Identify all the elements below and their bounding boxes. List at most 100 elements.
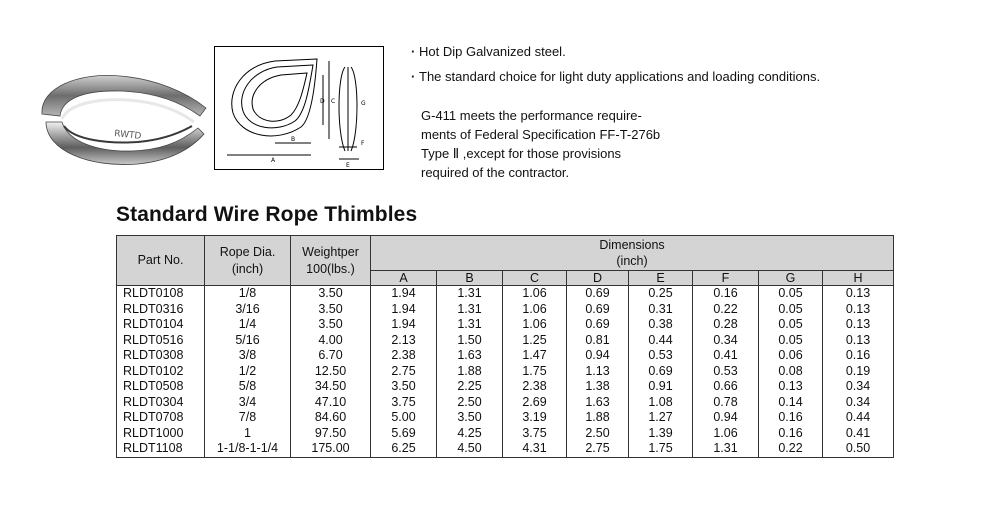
table-cell: 5/8 (204, 379, 291, 395)
header-dim-h: H (821, 270, 895, 286)
header-dim-f: F (692, 270, 759, 286)
table-cell: 4.25 (436, 425, 503, 441)
table-cell: 2.25 (436, 379, 503, 395)
table-cell: 3.19 (502, 410, 567, 426)
table-cell: 97.50 (290, 425, 371, 441)
table-cell: 0.41 (821, 425, 895, 441)
table-cell: 0.19 (821, 363, 895, 379)
table-cell: 1.50 (436, 332, 503, 348)
table-cell: 0.44 (628, 332, 693, 348)
part-number-cell: RLDT0102 (116, 363, 205, 379)
table-cell: 5/16 (204, 332, 291, 348)
table-cell: 0.69 (566, 301, 629, 317)
table-cell: 1.27 (628, 410, 693, 426)
feature-item: ·The standard choice for light duty appl… (411, 69, 821, 84)
table-cell: 2.50 (566, 425, 629, 441)
table-cell: 0.13 (821, 301, 895, 317)
table-cell: 3.50 (370, 379, 437, 395)
specification-note: G-411 meets the performance require- men… (421, 106, 660, 182)
table-cell: 0.53 (692, 363, 759, 379)
table-cell: 4.31 (502, 441, 567, 458)
table-cell: 2.75 (566, 441, 629, 458)
svg-text:RWTD: RWTD (114, 129, 142, 142)
table-cell: 0.53 (628, 348, 693, 364)
svg-text:F: F (361, 140, 365, 147)
table-cell: 0.34 (821, 379, 895, 395)
table-cell: 3.50 (290, 301, 371, 317)
table-cell: 3.50 (290, 285, 371, 302)
header-dim-e: E (628, 270, 693, 286)
header-dim-a: A (370, 270, 437, 286)
header-part-no: Part No. (116, 235, 205, 286)
table-cell: 47.10 (290, 394, 371, 410)
svg-text:D: D (320, 98, 325, 105)
table-cell: 1 (204, 425, 291, 441)
table-cell: 84.60 (290, 410, 371, 426)
table-cell: 0.13 (821, 332, 895, 348)
spec-line: Type Ⅱ ,except for those provisions (421, 146, 622, 161)
part-number-cell: RLDT0708 (116, 410, 205, 426)
table-cell: 0.94 (566, 348, 629, 364)
table-cell: 1.13 (566, 363, 629, 379)
table-cell: 12.50 (290, 363, 371, 379)
table-cell: 1.25 (502, 332, 567, 348)
table-cell: 0.13 (821, 317, 895, 333)
table-cell: 1.94 (370, 301, 437, 317)
table-cell: 1/2 (204, 363, 291, 379)
dimension-diagram: A B C D E F G (214, 46, 384, 170)
table-cell: 2.50 (436, 394, 503, 410)
table-cell: 1.31 (436, 301, 503, 317)
table-cell: 7/8 (204, 410, 291, 426)
table-cell: 0.50 (821, 441, 895, 458)
header-dimensions: Dimensions(inch) (369, 235, 895, 271)
part-number-cell: RLDT0516 (116, 332, 205, 348)
table-cell: 1.75 (628, 441, 693, 458)
table-cell: 0.66 (692, 379, 759, 395)
part-number-cell: RLDT0304 (116, 394, 205, 410)
svg-text:B: B (291, 136, 295, 143)
table-cell: 1-1/8-1-1/4 (204, 441, 291, 458)
table-cell: 1.31 (436, 317, 503, 333)
table-cell: 0.34 (821, 394, 895, 410)
table-cell: 0.05 (758, 301, 823, 317)
part-number-cell: RLDT1108 (116, 441, 205, 458)
table-cell: 2.38 (370, 348, 437, 364)
table-cell: 1.88 (436, 363, 503, 379)
table-cell: 0.13 (758, 379, 823, 395)
svg-text:A: A (271, 157, 276, 164)
table-cell: 0.14 (758, 394, 823, 410)
table-cell: 0.16 (692, 285, 759, 302)
table-cell: 5.69 (370, 425, 437, 441)
table-cell: 0.25 (628, 285, 693, 302)
spec-line: G-411 meets the performance require- (421, 108, 642, 123)
spec-line: required of the contractor. (421, 165, 570, 180)
table-cell: 1.88 (566, 410, 629, 426)
part-number-cell: RLDT1000 (116, 425, 205, 441)
table-cell: 0.28 (692, 317, 759, 333)
table-cell: 3/4 (204, 394, 291, 410)
table-cell: 1/8 (204, 285, 291, 302)
table-cell: 0.16 (758, 410, 823, 426)
table-cell: 0.44 (821, 410, 895, 426)
table-cell: 3/8 (204, 348, 291, 364)
svg-text:G: G (361, 100, 366, 107)
table-cell: 2.13 (370, 332, 437, 348)
header-dim-g: G (758, 270, 823, 286)
part-number-cell: RLDT0508 (116, 379, 205, 395)
table-cell: 2.69 (502, 394, 567, 410)
table-cell: 0.05 (758, 317, 823, 333)
svg-text:C: C (331, 98, 335, 105)
table-cell: 1.38 (566, 379, 629, 395)
table-cell: 0.13 (821, 285, 895, 302)
table-cell: 3.75 (370, 394, 437, 410)
table-cell: 1.75 (502, 363, 567, 379)
part-number-cell: RLDT0308 (116, 348, 205, 364)
table-cell: 1.47 (502, 348, 567, 364)
